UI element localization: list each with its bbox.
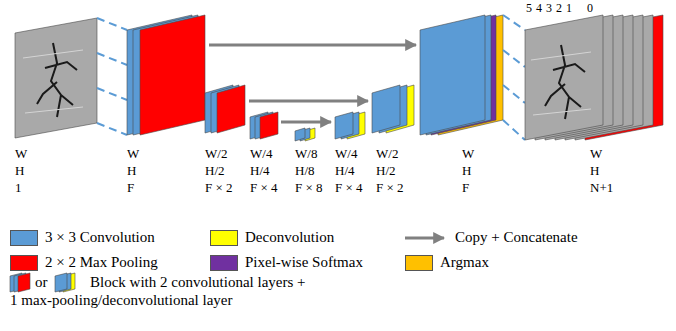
skip-arrow <box>209 44 416 47</box>
legend-swatch <box>10 230 38 246</box>
dimension-label: F × 2 <box>376 180 404 196</box>
projection-line <box>503 15 525 30</box>
projection-line <box>97 88 127 100</box>
legend-text: 3 × 3 Convolution <box>45 228 155 246</box>
class-index: 0 <box>587 1 593 15</box>
dimension-label: W/2 <box>205 146 227 162</box>
projection-line <box>97 18 127 30</box>
dimension-label: H <box>15 163 24 179</box>
output-slice <box>525 15 603 140</box>
class-index: 1 <box>566 1 572 15</box>
legend-text: Deconvolution <box>245 228 334 246</box>
class-index: 5 <box>526 1 532 15</box>
dimension-label: W <box>15 146 27 162</box>
legend-swatch <box>10 255 38 271</box>
legend-block-icon <box>55 273 67 292</box>
legend-or: or <box>35 273 48 291</box>
image-texture <box>23 50 83 113</box>
skip-arrow <box>281 121 331 124</box>
dimension-label: F <box>127 180 134 196</box>
dimension-label: F × 4 <box>335 180 363 196</box>
xray-figure <box>545 45 585 119</box>
input-image <box>15 18 97 138</box>
dimension-label: W/4 <box>250 146 272 162</box>
legend-text: Pixel-wise Softmax <box>245 253 363 271</box>
feature-map <box>335 112 353 139</box>
legend-swatch <box>405 255 433 271</box>
projection-line <box>503 50 525 67</box>
xray-figure <box>37 43 77 117</box>
dimension-label: H/2 <box>205 163 225 179</box>
legend-block-icon <box>18 273 30 292</box>
dimension-label: H/4 <box>335 163 355 179</box>
dimension-label: H/8 <box>295 163 315 179</box>
dimension-label: F <box>462 180 469 196</box>
feature-map <box>420 15 485 135</box>
projection-line <box>97 53 127 65</box>
legend-swatch <box>210 230 238 246</box>
feature-map <box>140 15 205 135</box>
dimension-label: W <box>127 146 139 162</box>
legend-text: Block with 2 convolutional layers + 1 ma… <box>10 273 310 309</box>
feature-map <box>260 112 278 139</box>
dimension-label: W/2 <box>376 146 398 162</box>
dimension-label: F × 2 <box>205 180 233 196</box>
dimension-label: W <box>462 146 474 162</box>
legend-swatch <box>210 255 238 271</box>
dimension-label: 1 <box>15 180 22 196</box>
legend-text: Argmax <box>440 253 489 271</box>
dimension-label: H <box>127 163 136 179</box>
feature-map <box>217 85 245 133</box>
legend-text: 2 × 2 Max Pooling <box>45 253 158 271</box>
dimension-label: H/2 <box>376 163 396 179</box>
dimension-label: F × 4 <box>250 180 278 196</box>
legend-arrow-sample <box>405 237 444 240</box>
skip-arrow <box>249 100 368 103</box>
class-index: 3 <box>546 1 552 15</box>
dimension-label: H <box>462 163 471 179</box>
dimension-label: W <box>590 146 602 162</box>
feature-map <box>295 128 305 141</box>
dimension-label: W/4 <box>335 146 357 162</box>
legend-text: Copy + Concatenate <box>455 228 578 246</box>
dimension-label: H <box>590 163 599 179</box>
dimension-label: W/8 <box>295 146 317 162</box>
class-index: 4 <box>536 1 542 15</box>
dimension-label: F × 8 <box>295 180 323 196</box>
dimension-label: N+1 <box>590 180 613 196</box>
dimension-label: H/4 <box>250 163 270 179</box>
class-index: 2 <box>556 1 562 15</box>
projection-line <box>97 123 127 135</box>
projection-line <box>503 85 525 103</box>
image-texture <box>531 52 591 115</box>
feature-map <box>372 85 400 133</box>
projection-line <box>503 120 525 140</box>
